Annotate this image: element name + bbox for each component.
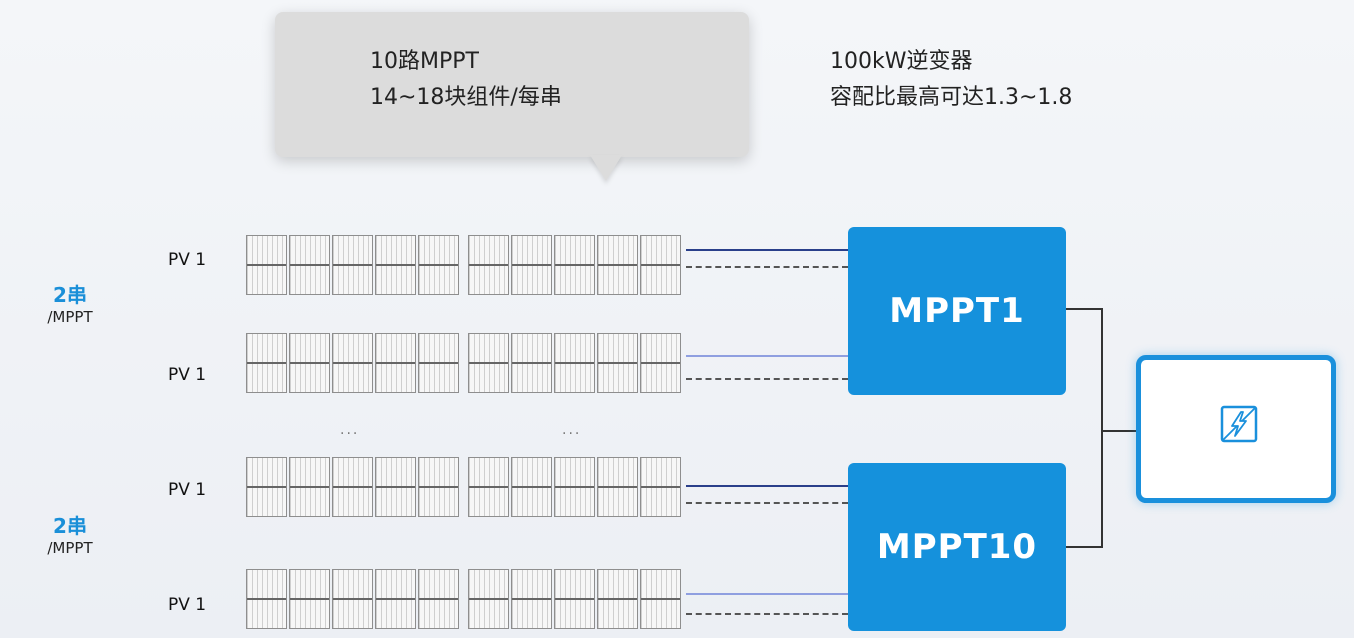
pv-module [289,569,330,629]
pv-module [418,235,459,295]
inverter-info: 100kW逆变器 容配比最高可达1.3~1.8 [830,44,1072,116]
pv-label-row-3: PV 1 [168,480,207,500]
series-unit: /MPPT [47,539,93,557]
pv-string-row-3 [246,457,681,519]
callout-text: 10路MPPT 14~18块组件/每串 [370,44,562,116]
bus-line-vertical [1101,308,1103,548]
pv-module [246,569,287,629]
pv-module [511,457,552,517]
pv-module [640,235,681,295]
mppt-box-10: MPPT10 [848,463,1066,631]
pv-module [597,235,638,295]
inverter-info-line-1: 100kW逆变器 [830,49,973,74]
pv-module [597,333,638,393]
wire-positive-row-1 [686,249,848,251]
inverter-info-line-2: 容配比最高可达1.3~1.8 [830,85,1073,110]
mppt-callout: 10路MPPT 14~18块组件/每串 [275,12,749,157]
pv-label-row-1: PV 1 [168,250,207,270]
pv-module [640,457,681,517]
pv-module [511,569,552,629]
pv-module [640,333,681,393]
series-count: 2串 [53,514,87,538]
pv-module [375,569,416,629]
ellipsis-right: ... [562,422,582,438]
pv-label-row-4: PV 1 [168,595,207,615]
bus-line-mppt1 [1066,308,1102,310]
wire-positive-row-2 [686,355,848,357]
pv-module [554,235,595,295]
pv-module [418,457,459,517]
pv-module [468,569,509,629]
pv-module [597,569,638,629]
pv-module [375,457,416,517]
pv-module [554,457,595,517]
callout-line-2: 14~18块组件/每串 [370,85,562,110]
pv-module [597,457,638,517]
pv-module [468,235,509,295]
pv-module [511,333,552,393]
lightning-inverter-icon [1220,405,1258,443]
wire-negative-row-4 [686,613,848,615]
ellipsis-left: ... [340,422,360,438]
pv-module [246,333,287,393]
pv-module [289,235,330,295]
pv-string-row-2 [246,333,681,395]
pv-module [246,457,287,517]
wire-positive-row-4 [686,593,848,595]
series-label-1: 2串 /MPPT [30,283,110,327]
wire-negative-row-2 [686,378,848,380]
pv-module [554,333,595,393]
series-unit: /MPPT [47,308,93,326]
pv-module [511,235,552,295]
pv-module [468,333,509,393]
pv-module [418,569,459,629]
inverter-box [1136,355,1336,503]
pv-module [332,569,373,629]
mppt-box-1: MPPT1 [848,227,1066,395]
pv-module [332,457,373,517]
pv-module [554,569,595,629]
callout-tail [590,155,622,181]
bus-line-inverter [1101,430,1137,432]
pv-module [332,235,373,295]
pv-module [289,457,330,517]
wire-positive-row-3 [686,485,848,487]
wire-negative-row-1 [686,266,848,268]
pv-module [375,333,416,393]
pv-module [640,569,681,629]
pv-module [289,333,330,393]
pv-label-row-2: PV 1 [168,365,207,385]
pv-module [468,457,509,517]
bus-line-mppt10 [1066,546,1102,548]
wire-negative-row-3 [686,502,848,504]
pv-module [246,235,287,295]
callout-line-1: 10路MPPT [370,49,479,74]
pv-module [375,235,416,295]
series-label-2: 2串 /MPPT [30,514,110,558]
pv-module [418,333,459,393]
pv-string-row-1 [246,235,681,297]
pv-string-row-4 [246,569,681,631]
series-count: 2串 [53,283,87,307]
pv-module [332,333,373,393]
